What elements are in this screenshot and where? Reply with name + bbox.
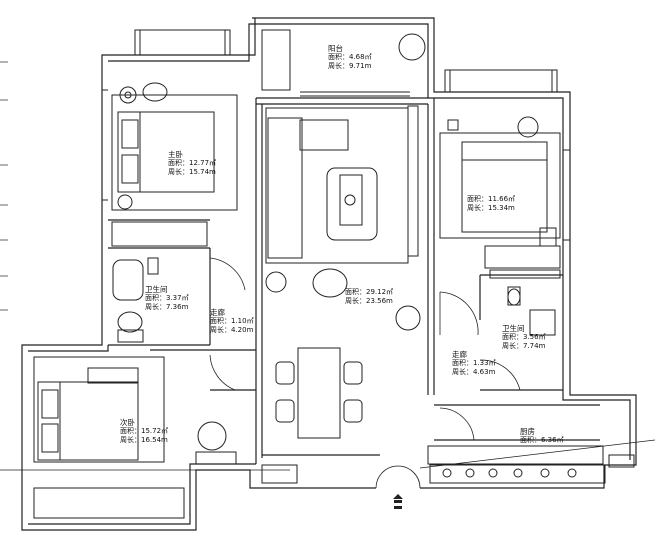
bathroom-left-label: 卫生间 面积：3.37㎡ 周长：7.36m xyxy=(145,285,189,312)
master-bed-furniture xyxy=(111,82,238,247)
bathroom-right-perimeter: 周长：7.74m xyxy=(502,342,546,350)
dimension-ticks xyxy=(0,61,655,471)
kitchen-area: 面积：6.36㎡ xyxy=(520,436,564,444)
right-bed-furniture xyxy=(439,116,561,269)
kitchen-name: 厨房 xyxy=(520,427,535,436)
bathroom-right-name: 卫生间 xyxy=(502,324,525,333)
corridor-right-area: 面积：1.33㎡ xyxy=(452,359,496,367)
balcony-perimeter: 周长：9.71m xyxy=(328,62,372,70)
left-bath-fixtures xyxy=(112,257,159,343)
walls xyxy=(21,17,637,531)
balcony-name: 阳台 xyxy=(328,44,343,53)
balcony-area: 面积：4.68㎡ xyxy=(328,53,372,61)
living-furniture xyxy=(265,33,426,331)
kitchen-label: 厨房 面积：6.36㎡ xyxy=(520,427,564,445)
second-bedroom-label: 次卧 面积：15.72㎡ 周长：16.54m xyxy=(120,418,168,445)
living-room-label: 面积：29.12㎡ 周长：23.56m xyxy=(345,288,393,306)
corridor-right-perimeter: 周长：4.63m xyxy=(452,368,496,376)
corridor-left-name: 走廊 xyxy=(210,308,225,317)
bedroom-right-perimeter: 周长：15.34m xyxy=(467,204,515,212)
corridor-right-label: 走廊 面积：1.33㎡ 周长：4.63m xyxy=(452,350,496,377)
entrance-arrow-icon xyxy=(393,494,403,509)
master-bedroom-area: 面积：12.77㎡ xyxy=(168,159,217,167)
dining-furniture xyxy=(275,347,363,439)
kitchen-counters xyxy=(261,445,635,484)
corridor-right-name: 走廊 xyxy=(452,350,467,359)
living-room-area: 面积：29.12㎡ xyxy=(345,288,394,296)
right-bath-fixtures xyxy=(489,269,561,336)
second-bedroom-name: 次卧 xyxy=(120,418,135,427)
bedroom-right-label: 面积：11.66㎡ 周长：15.34m xyxy=(467,195,515,213)
doors xyxy=(209,257,521,489)
bathroom-right-label: 卫生间 面积：3.56㎡ 周长：7.74m xyxy=(502,324,546,351)
bathroom-left-area: 面积：3.37㎡ xyxy=(145,294,189,302)
corridor-left-perimeter: 周长：4.20m xyxy=(210,326,254,334)
corridor-left-area: 面积：1.10㎡ xyxy=(210,317,254,325)
windows xyxy=(102,29,570,241)
second-bedroom-area: 面积：15.72㎡ xyxy=(120,427,169,435)
master-bedroom-name: 主卧 xyxy=(168,150,183,159)
second-bedroom-perimeter: 周长：16.54m xyxy=(120,436,168,444)
master-bedroom-perimeter: 周长：15.74m xyxy=(168,168,216,176)
balcony-label: 阳台 面积：4.68㎡ 周长：9.71m xyxy=(328,44,372,71)
bathroom-right-area: 面积：3.56㎡ xyxy=(502,333,546,341)
second-bed-furniture xyxy=(33,356,237,519)
bathroom-left-name: 卫生间 xyxy=(145,285,168,294)
living-room-perimeter: 周长：23.56m xyxy=(345,297,393,305)
bathroom-left-perimeter: 周长：7.36m xyxy=(145,303,189,311)
bedroom-right-area: 面积：11.66㎡ xyxy=(467,195,516,203)
corridor-left-label: 走廊 面积：1.10㎡ 周长：4.20m xyxy=(210,308,254,335)
master-bedroom-label: 主卧 面积：12.77㎡ 周长：15.74m xyxy=(168,150,216,177)
